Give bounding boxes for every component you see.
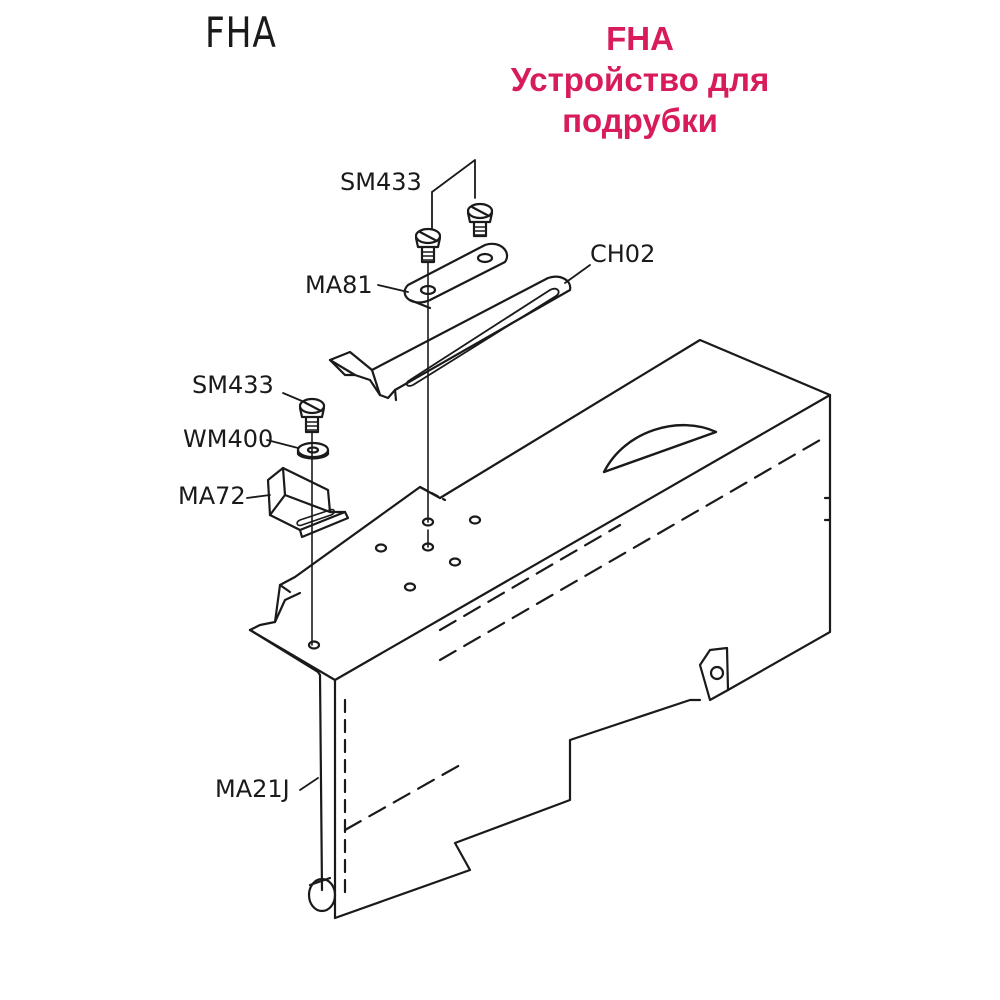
page-title: FHA Устройство для подрубки — [440, 18, 840, 141]
assembly-center-lines — [311, 261, 429, 646]
label-ch02: CH02 — [590, 240, 655, 268]
title-code: FHA — [606, 20, 674, 57]
label-sm433-left: SM433 — [192, 371, 274, 399]
drawing-code: FHA — [205, 8, 277, 57]
bracket-ma72 — [266, 466, 350, 539]
screw-sm433-left — [298, 397, 326, 434]
leader-lines — [246, 159, 591, 791]
plate-ma81 — [403, 242, 509, 310]
screw-sm433-top-right — [466, 202, 494, 238]
label-ma81: MA81 — [305, 271, 373, 299]
label-sm433-top: SM433 — [340, 168, 422, 196]
label-ma21j: MA21J — [215, 775, 290, 803]
base-body-ma21j — [248, 338, 832, 920]
screw-sm433-top-left — [414, 227, 442, 264]
washer-wm400 — [296, 441, 330, 460]
title-line-2: подрубки — [562, 102, 718, 139]
label-wm400: WM400 — [183, 425, 273, 453]
guide-ch02 — [328, 275, 572, 402]
label-ma72: MA72 — [178, 482, 246, 510]
title-line-1: Устройство для — [510, 61, 770, 98]
part-labels: SM433 MA81 CH02 SM433 WM400 MA72 MA21J — [178, 168, 655, 803]
